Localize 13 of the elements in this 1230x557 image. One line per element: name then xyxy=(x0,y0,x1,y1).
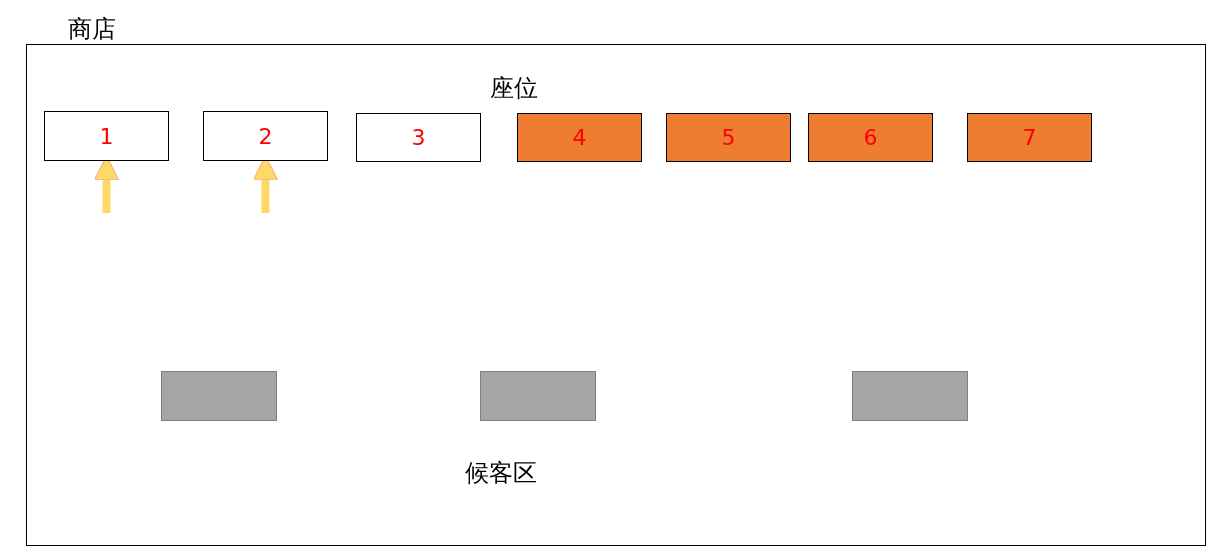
seat-box: 2 xyxy=(203,111,328,161)
area-label: 座位 xyxy=(490,76,538,100)
seat-box: 5 xyxy=(666,113,791,162)
waiting-seat-box xyxy=(161,371,277,421)
area-label: 候客区 xyxy=(465,461,537,485)
seat-box: 4 xyxy=(517,113,642,162)
seat-box: 3 xyxy=(356,113,481,162)
seat-box: 1 xyxy=(44,111,169,161)
waiting-seat-box xyxy=(480,371,596,421)
store-heading: 商店 xyxy=(68,17,116,41)
seat-box: 7 xyxy=(967,113,1092,162)
waiting-seat-box xyxy=(852,371,968,421)
seat-box: 6 xyxy=(808,113,933,162)
